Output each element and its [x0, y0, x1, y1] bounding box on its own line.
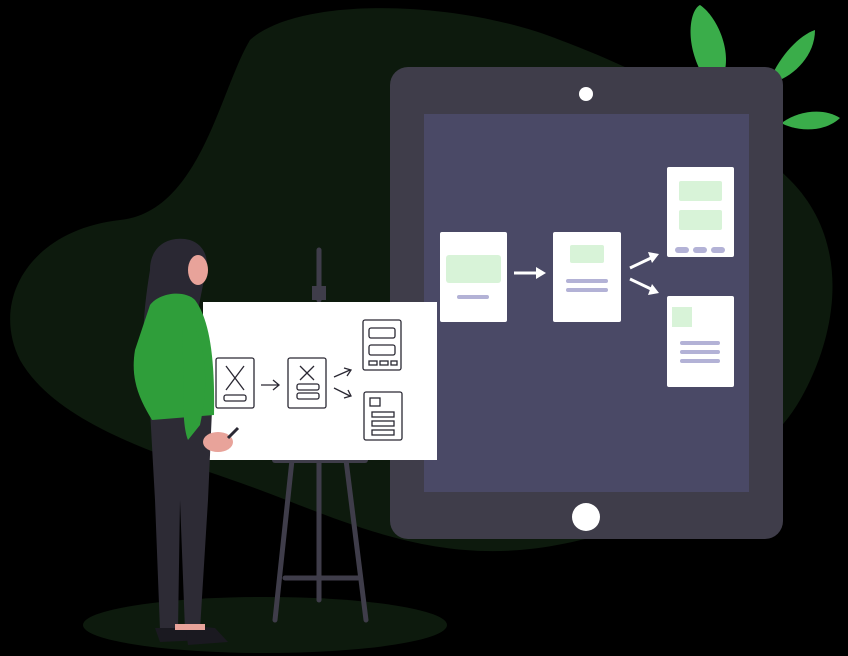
wireframe-card-1[interactable]	[440, 232, 507, 322]
hand	[203, 432, 233, 452]
ground-shadow	[83, 597, 447, 653]
woman-figure	[133, 238, 240, 645]
arm	[182, 320, 206, 440]
arrow-up-right-icon	[629, 252, 659, 270]
leaf	[783, 111, 840, 130]
ankle	[175, 624, 205, 630]
arrow-down-right-icon	[629, 277, 659, 295]
pants	[150, 410, 212, 630]
tablet	[390, 67, 783, 539]
marker	[226, 426, 240, 440]
wireframe-card-4[interactable]	[667, 296, 734, 387]
plant-leaves	[690, 5, 840, 130]
tablet-home-button-icon[interactable]	[572, 503, 600, 531]
easel-board	[203, 302, 437, 460]
face	[188, 255, 208, 285]
leaf	[690, 5, 726, 70]
wireframe-card-3[interactable]	[667, 167, 734, 257]
leaf	[770, 30, 815, 82]
tablet-camera-icon	[579, 87, 593, 101]
arrow-right-icon	[514, 267, 546, 279]
wireframe-card-2[interactable]	[553, 232, 621, 322]
